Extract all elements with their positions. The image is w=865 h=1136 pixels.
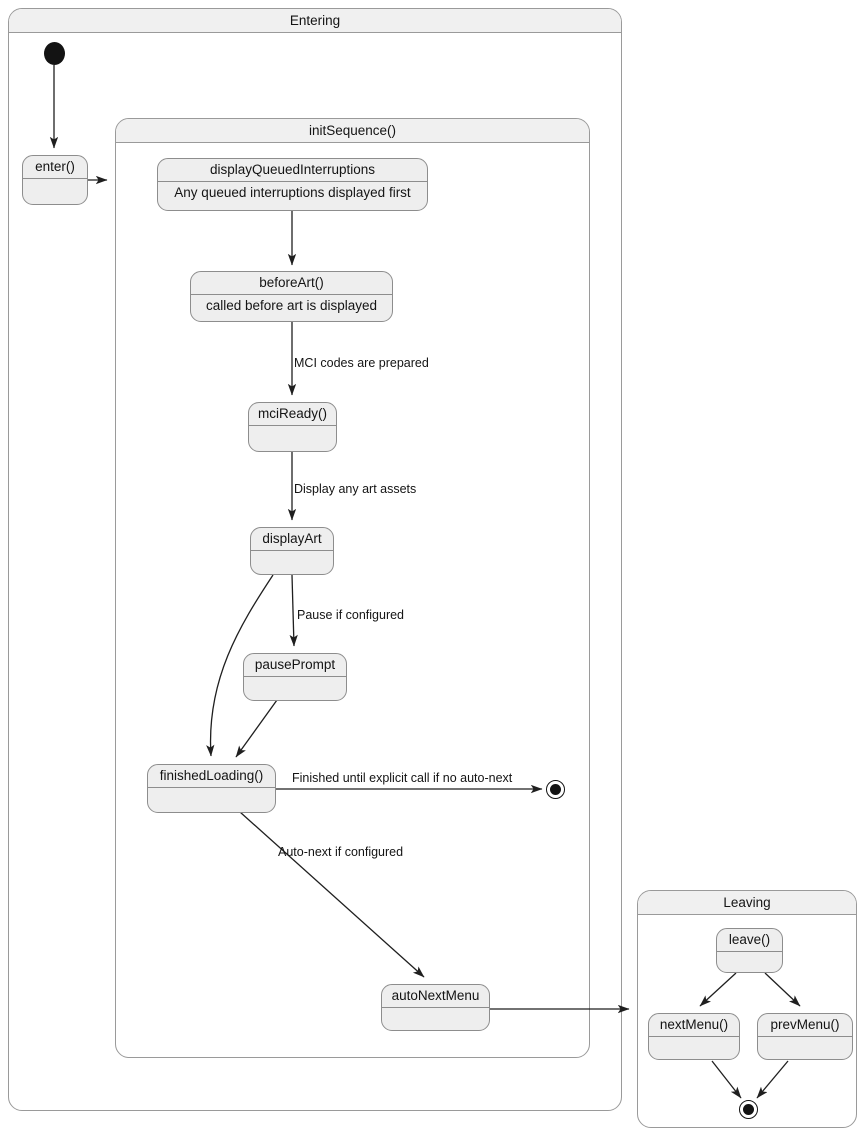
transition-prev-menu-to-final (756, 1060, 789, 1099)
state-display-art-name: displayArt (251, 528, 333, 551)
state-display-queued-interruptions-name: displayQueuedInterruptions (158, 159, 427, 182)
edge-label-auto-next-if-configured: Auto-next if configured (278, 845, 404, 859)
state-leave[interactable]: leave() (716, 928, 783, 973)
state-display-art[interactable]: displayArt (250, 527, 334, 575)
initial-pseudostate[interactable] (44, 42, 65, 65)
composite-state-init-sequence[interactable]: initSequence() (115, 118, 590, 1058)
state-auto-next-menu-body (382, 1008, 489, 1030)
transition-finished-loading-to-auto-next-menu (239, 811, 425, 978)
state-mci-ready-body (249, 426, 336, 451)
final-state-inner-dot (743, 1104, 754, 1115)
state-before-art[interactable]: beforeArt() called before art is display… (190, 271, 393, 322)
state-finished-loading-body (148, 788, 275, 812)
edge-label-mci-codes-are-prepared: MCI codes are prepared (294, 356, 429, 370)
state-enter[interactable]: enter() (22, 155, 88, 205)
state-next-menu-body (649, 1037, 739, 1059)
edge-label-display-any-art-assets: Display any art assets (294, 482, 417, 496)
transition-display-art-to-finished-loading (206, 574, 274, 757)
final-state-inner-dot (550, 784, 561, 795)
state-display-art-body (251, 551, 333, 574)
state-leave-name: leave() (717, 929, 782, 952)
state-prev-menu[interactable]: prevMenu() (757, 1013, 853, 1060)
transition-next-menu-to-final (711, 1060, 742, 1099)
state-enter-body (23, 179, 87, 204)
transition-leave-to-prev-menu (764, 972, 801, 1007)
state-pause-prompt-body (244, 677, 346, 700)
state-mci-ready-name: mciReady() (249, 403, 336, 426)
state-enter-name: enter() (23, 156, 87, 179)
final-state-leaving[interactable] (739, 1100, 758, 1119)
state-before-art-name: beforeArt() (191, 272, 392, 295)
state-before-art-body: called before art is displayed (205, 298, 378, 313)
composite-title-leaving: Leaving (638, 891, 856, 915)
transition-leave-to-next-menu (699, 972, 737, 1007)
edge-label-finished-until-explicit-call: Finished until explicit call if no auto-… (292, 771, 513, 785)
state-mci-ready[interactable]: mciReady() (248, 402, 337, 452)
transition-pause-prompt-to-finished-loading (235, 699, 278, 758)
state-finished-loading-name: finishedLoading() (148, 765, 275, 788)
transition-display-art-to-pause-prompt (289, 574, 298, 647)
state-display-queued-interruptions[interactable]: displayQueuedInterruptions Any queued in… (157, 158, 428, 211)
composite-title-init-sequence: initSequence() (116, 119, 589, 143)
state-auto-next-menu-name: autoNextMenu (382, 985, 489, 1008)
state-auto-next-menu[interactable]: autoNextMenu (381, 984, 490, 1031)
composite-title-entering: Entering (9, 9, 621, 33)
state-pause-prompt-name: pausePrompt (244, 654, 346, 677)
edge-label-pause-if-configured: Pause if configured (297, 608, 405, 622)
state-next-menu[interactable]: nextMenu() (648, 1013, 740, 1060)
final-state-entering[interactable] (546, 780, 565, 799)
state-display-queued-interruptions-body: Any queued interruptions displayed first (174, 185, 411, 200)
state-prev-menu-name: prevMenu() (758, 1014, 852, 1037)
composite-state-leaving[interactable]: Leaving (637, 890, 857, 1128)
state-pause-prompt[interactable]: pausePrompt (243, 653, 347, 701)
state-prev-menu-body (758, 1037, 852, 1059)
state-finished-loading[interactable]: finishedLoading() (147, 764, 276, 813)
state-next-menu-name: nextMenu() (649, 1014, 739, 1037)
state-leave-body (717, 952, 782, 972)
